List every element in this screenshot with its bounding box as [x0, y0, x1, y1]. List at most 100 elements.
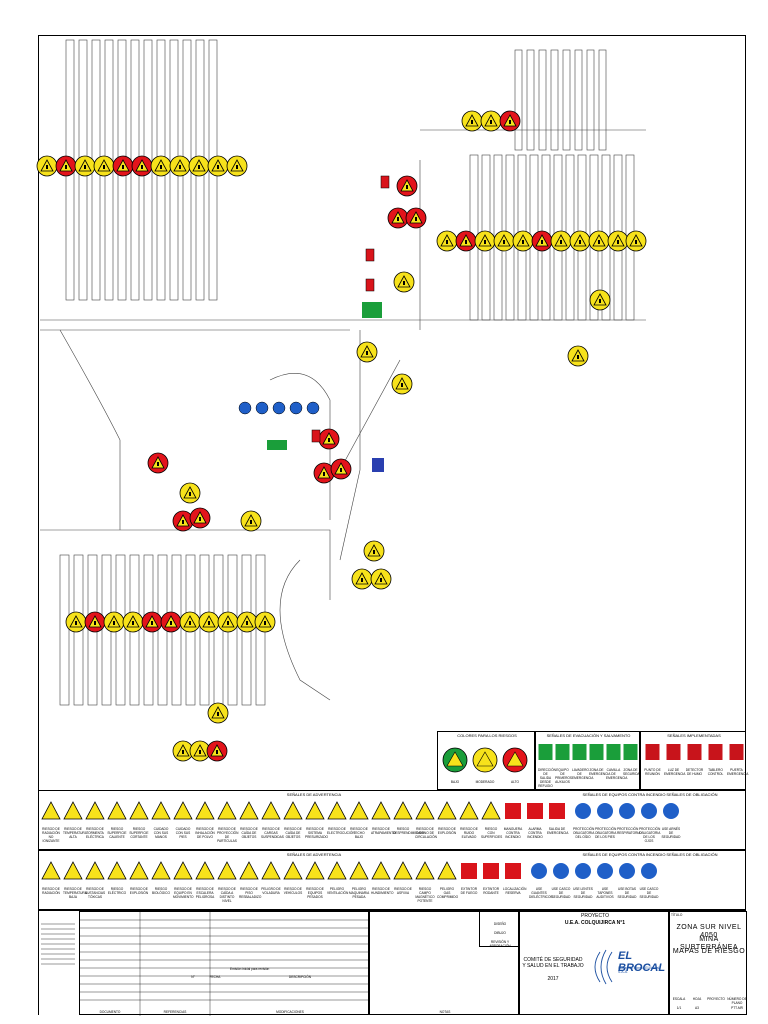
fire-equipment-icon — [365, 248, 375, 262]
risk-warning-icon — [254, 611, 276, 633]
risk-warning-icon — [396, 175, 418, 197]
legend-oblig-label: PROTECCIÓN RESPIRATORIA — [617, 827, 641, 835]
risk-warning-icon — [151, 801, 171, 820]
risk-warning-icon — [131, 155, 153, 177]
legend-warning-label: RIESGO SUPERFICIE CORTANTE — [129, 827, 149, 839]
legend-impl-label: LUZ DE EMERGENCIA — [664, 768, 686, 776]
plan-num-value: PTT-MR — [731, 1006, 743, 1010]
legend-warning-label: RIESGO BIOLÓGICO — [152, 887, 170, 895]
legend-row2-box: SEÑALES DE ADVERTENCIA SEÑALES DE EQUIPO… — [38, 850, 746, 910]
risk-warning-icon — [393, 801, 413, 820]
obligation-icon — [531, 863, 547, 879]
risk-warning-icon — [84, 611, 106, 633]
evacuation-icon — [538, 744, 553, 760]
risk-warning-icon — [499, 110, 521, 132]
risk-warning-icon — [588, 230, 610, 252]
legend-warning-label: RIESGO DE EQUIPO EN MOVIMIENTO — [173, 887, 194, 899]
refuge-icon — [372, 458, 384, 472]
evacuation-icon — [267, 440, 287, 450]
fire-equipment-icon — [549, 803, 565, 819]
obligation-icon — [238, 401, 252, 415]
risk-warning-icon — [151, 861, 171, 880]
legend-oblig1-title: SEÑALES DE OBLIGACIÓN — [666, 792, 718, 797]
company-subtitle: Sociedad Minera El Brocal S.A.A. — [618, 966, 660, 974]
legend-row1-box: SEÑALES DE ADVERTENCIA SEÑALES DE EQUIPO… — [38, 790, 746, 850]
risk-warning-icon — [189, 507, 211, 529]
tunnel-block — [526, 49, 535, 151]
legend-warning-label: RIESGO SUPERFICIE CALIENTE — [107, 827, 127, 839]
risk-warning-icon — [150, 155, 172, 177]
risk-warning-icon — [63, 801, 83, 820]
project-block: PROYECTO U.E.A. COLQUIJIRCA N°1 COMITÉ D… — [519, 911, 669, 1015]
project-label: PROYECTO — [581, 913, 609, 919]
risk-warning-icon — [567, 345, 589, 367]
fire-equipment-icon — [380, 175, 390, 189]
legend-warning-label: RIESGO DE TORMENTA ELÉCTRICA — [86, 827, 104, 839]
risk-warning-icon — [371, 861, 391, 880]
sheet-label: HOJA — [692, 997, 702, 1001]
legend-fire2-title: SEÑALES DE EQUIPOS CONTRA INCENDIO — [582, 852, 666, 857]
obligation-icon — [641, 803, 657, 819]
risk-warning-icon — [351, 568, 373, 590]
legend-warning-label: RIESGO DE CARGAS SUSPENDIDAS — [261, 827, 284, 839]
legend-warning-label: RIESGO DE INHALACIÓN DE POLVO — [195, 827, 215, 839]
risk-warning-icon — [393, 861, 413, 880]
tunnel-block — [586, 49, 595, 151]
notes-header: NOTAS — [439, 1010, 451, 1014]
legend-oblig-label: USE CASCO DE SEGURIDAD — [639, 887, 659, 899]
legend-impl-label: TABLERO CONTROL — [707, 768, 724, 776]
risk-warning-icon — [589, 289, 611, 311]
notes-block — [39, 911, 79, 1015]
legend-warning-label: RIESGO DE CAÍDA DE OBJETOS — [284, 827, 302, 839]
risk-warning-icon — [93, 155, 115, 177]
legend-warning-label: RIESGO DE PROYECCIÓN DE PARTÍCULAS — [217, 827, 239, 843]
legend-evac-label: EQUIPO DE PRIMEROS AUXILIOS — [555, 768, 573, 784]
legend-evac-box: SEÑALES DE EVACUACIÓN Y SALVAMENTO DIREC… — [535, 731, 642, 790]
risk-warning-icon — [550, 230, 572, 252]
fire-equipment-icon — [483, 863, 499, 879]
legend-warning2-title: SEÑALES DE ADVERTENCIA — [286, 852, 342, 857]
obligation-icon — [597, 803, 613, 819]
fire-equipment-icon — [505, 803, 521, 819]
risk-warning-icon — [195, 861, 215, 880]
risk-warning-icon — [112, 155, 134, 177]
legend-warning-label: RIESGO DE ATRAPAMIENTO — [371, 827, 396, 835]
risk-warning-icon — [405, 207, 427, 229]
risk-warning-icon — [461, 110, 483, 132]
risk-warning-icon — [195, 801, 215, 820]
risk-warning-icon — [349, 801, 369, 820]
revision-table: Emisión inicial para revisión N° FECHA D… — [79, 911, 370, 1016]
scale-value: 1/1 — [676, 1006, 682, 1010]
loop-drift — [279, 559, 331, 701]
obligation-icon — [575, 803, 591, 819]
legend-evac-label: ZONA DE EMERGENCIA — [589, 768, 611, 776]
legend-implemented-title: SEÑALES IMPLEMENTADAS — [667, 733, 721, 738]
legend-impl-label: PUNTO DE REUNIÓN — [644, 768, 661, 776]
risk-warning-icon — [206, 740, 228, 762]
legend-low-label: BAJO — [450, 780, 460, 784]
risk-warning-icon — [283, 861, 303, 880]
legend-oblig-label: USE LENTES DE SEGURIDAD — [573, 887, 593, 899]
doc-header: DOCUMENTO — [99, 1010, 121, 1014]
risk-warning-icon — [531, 230, 553, 252]
legend-warning-label: RIESGO DE CAÍDA DE OBJETOS — [240, 827, 258, 839]
tunnel-block — [550, 49, 559, 151]
legend-warning-label: RIESGO DE RADIACIÓN — [42, 887, 60, 895]
legend-fire-label: ALARMA CONTRA INCENDIO — [527, 827, 543, 839]
risk-warning-icon — [455, 230, 477, 252]
legend-oblig-label: PROTECCIÓN OBLIGATORIA DEL OÍDO — [573, 827, 595, 839]
tunnel-block — [538, 49, 547, 151]
risk-warning-icon — [217, 801, 237, 820]
risk-warning-icon — [74, 155, 96, 177]
obligation-icon — [619, 803, 635, 819]
implemented-sign-icon — [729, 744, 744, 760]
fire-equipment-icon — [505, 863, 521, 879]
risk-warning-icon — [363, 540, 385, 562]
risk-warning-icon — [330, 458, 352, 480]
legend-oblig-label: USE GUANTES DIELÉCTRICOS — [529, 887, 553, 899]
risk-warning-icon — [217, 861, 237, 880]
risk-warning-icon — [147, 452, 169, 474]
risk-warning-icon — [625, 230, 647, 252]
